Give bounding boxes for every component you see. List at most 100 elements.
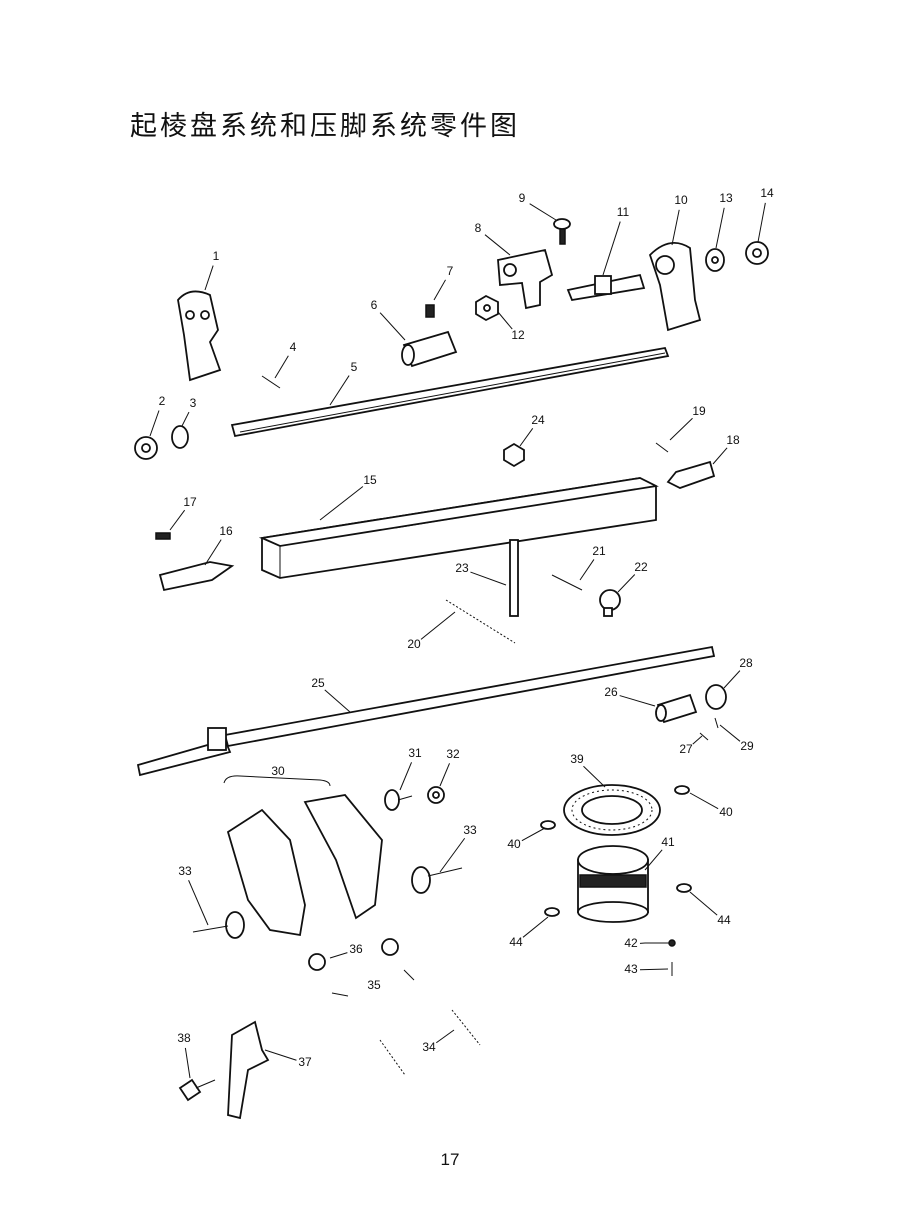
part-27-screw	[699, 732, 709, 741]
callout-label: 17	[183, 495, 197, 509]
part-34-springs	[379, 1009, 481, 1076]
callout-label: 18	[726, 433, 740, 447]
leader-line	[497, 311, 513, 330]
part-38-bolt	[178, 1078, 216, 1102]
leader-line	[579, 559, 595, 581]
callout-label: 33	[178, 864, 192, 878]
callout-label: 22	[634, 560, 648, 574]
leader-line	[639, 968, 669, 971]
leader-line	[602, 221, 621, 276]
leader-line	[181, 411, 190, 427]
leader-line	[324, 689, 351, 713]
part-23-rod	[509, 539, 519, 617]
callout-label: 1	[213, 249, 220, 263]
part-28-collar	[705, 684, 727, 710]
leader-line	[436, 1029, 455, 1044]
leader-line	[715, 207, 725, 249]
callout-label: 6	[371, 298, 378, 312]
page-number: 17	[440, 1150, 460, 1169]
part-25-shaft	[136, 645, 716, 777]
callout-label: 4	[290, 340, 297, 354]
callout-label: 7	[447, 264, 454, 278]
callout-label: 9	[519, 191, 526, 205]
leader-line	[583, 765, 606, 788]
leader-line	[522, 916, 549, 938]
part-17-screw	[155, 532, 171, 540]
leader-line	[439, 763, 450, 787]
callout-label: 23	[455, 561, 469, 575]
callout-label: 15	[363, 473, 377, 487]
callout-label: 30	[271, 764, 285, 778]
leader-line	[529, 203, 557, 221]
leader-line	[521, 827, 546, 842]
callout-label: 11	[617, 205, 630, 219]
leader-line	[149, 410, 160, 437]
part-42-pin	[645, 939, 676, 947]
part-19-screw	[655, 442, 669, 453]
part-39-dial	[563, 784, 661, 836]
leader-line	[274, 355, 289, 379]
part-29-screw	[714, 717, 719, 729]
part-7-screw	[425, 304, 435, 318]
part-40-screws	[540, 785, 690, 830]
leader-line	[264, 1049, 297, 1061]
part-10-arm	[648, 241, 702, 332]
callout-label: 31	[408, 746, 422, 760]
part-2-washer	[134, 436, 158, 460]
leader-line	[188, 880, 209, 926]
callout-label: 29	[740, 739, 754, 753]
callout-label: 44	[509, 935, 523, 949]
callout-label: 40	[507, 837, 521, 851]
callout-label: 40	[719, 805, 733, 819]
leader-line	[689, 891, 718, 916]
part-12-nut	[475, 294, 499, 322]
callout-label: 43	[624, 962, 638, 976]
part-13-washer	[705, 248, 725, 272]
callout-label: 42	[624, 936, 638, 950]
part-35-pins	[331, 969, 415, 997]
leader-line	[617, 574, 636, 593]
part-11-stud	[566, 273, 646, 302]
part-9-screw	[553, 218, 571, 245]
leader-line	[433, 279, 446, 301]
leader-line	[619, 695, 656, 707]
leader-line	[692, 735, 703, 745]
callout-label: 19	[692, 404, 706, 418]
callout-label: 14	[760, 186, 774, 200]
leader-line	[723, 670, 741, 689]
part-16-pin	[158, 561, 235, 592]
leader-line	[329, 952, 348, 959]
leader-line	[204, 265, 214, 291]
part-24-nut	[503, 442, 525, 468]
part-18-pin	[666, 460, 716, 489]
part-37-bracket	[227, 1020, 270, 1120]
leader-line	[420, 611, 456, 640]
part-31-screw	[384, 789, 413, 811]
leader-line	[319, 486, 364, 521]
leader-line	[519, 428, 534, 447]
leader-line	[712, 447, 728, 465]
part-3-ring	[171, 425, 189, 449]
leader-line	[169, 509, 186, 531]
callout-label: 26	[604, 685, 618, 699]
part-41-cam	[577, 845, 649, 923]
callout-label: 41	[661, 835, 675, 849]
part-15-bar	[258, 477, 659, 579]
leader-line	[184, 1047, 191, 1079]
callout-label: 28	[739, 656, 753, 670]
part-33-screw-left	[192, 911, 245, 939]
part-33-screw-right	[411, 866, 463, 894]
part-32-washer	[427, 786, 445, 804]
part-26-sleeve	[655, 693, 698, 724]
part-8-clamp	[497, 248, 554, 310]
part-14-nut	[745, 241, 769, 265]
part-22-screw	[599, 589, 621, 617]
callout-label: 44	[717, 913, 731, 927]
callout-label: 33	[463, 823, 477, 837]
part-20-spring	[445, 599, 516, 644]
leader-line	[689, 792, 719, 810]
leader-line	[669, 417, 693, 441]
callout-label: 32	[446, 747, 460, 761]
leader-line	[204, 539, 222, 566]
